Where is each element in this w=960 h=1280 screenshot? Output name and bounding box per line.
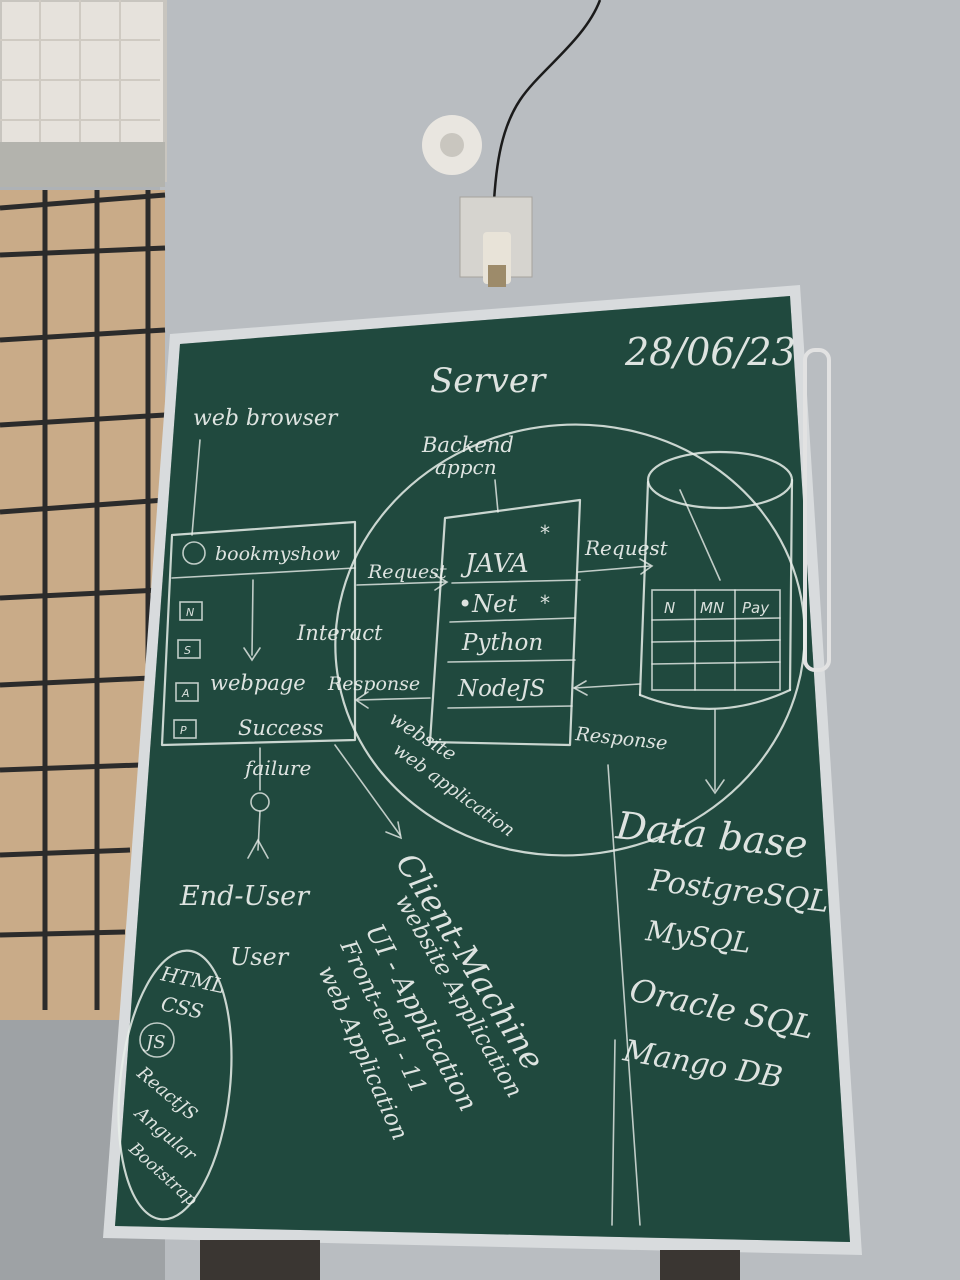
request-left-arrow [356, 581, 446, 586]
response-left-label: Response [327, 673, 420, 695]
asterisk-net: * [540, 591, 550, 615]
end-user-label: End-User [179, 881, 311, 912]
request-right-label: Request [584, 536, 669, 560]
end-user-figure [247, 744, 403, 859]
success-label: Success [238, 716, 324, 740]
web-browser-label: web browser [193, 406, 339, 431]
request-left-label: Request [367, 561, 447, 583]
database-cylinder: N MN Pay [638, 450, 794, 795]
browser-icon-a: A [181, 687, 190, 700]
asterisk-java: * [540, 521, 550, 545]
table-header-mn: MN [700, 599, 724, 617]
interact-label: Interact [296, 621, 383, 645]
browser-pointer [191, 439, 201, 536]
server-title: Server [430, 361, 547, 401]
browser-icon-n: N [186, 606, 194, 619]
divider-line-2 [611, 1039, 616, 1226]
table-header-pay: Pay [742, 599, 770, 617]
tech-js: JS [142, 1032, 166, 1053]
browser-icon-p: P [180, 724, 187, 737]
server-ellipse [334, 423, 806, 857]
response-right-head [572, 680, 588, 696]
browser-window: bookmyshow N S A P webpage Success Inter… [160, 520, 383, 747]
chalkboard [103, 285, 862, 1255]
response-left-arrow [357, 697, 431, 701]
date-label: 28/06/23 [624, 330, 796, 374]
divider-line [607, 764, 641, 1226]
browser-icon-s: S [184, 644, 191, 657]
request-right-arrow [577, 565, 651, 573]
backend-net: •Net [458, 590, 517, 618]
table-header-n: N [664, 599, 675, 617]
server-subtitle-2: appcn [435, 455, 497, 479]
webpage-label: webpage [210, 671, 306, 695]
failure-label: failure [243, 756, 311, 780]
backend-python: Python [461, 630, 543, 656]
server-arrow [494, 479, 499, 513]
backend-java: JAVA [460, 549, 529, 579]
easel-stand [200, 1240, 740, 1280]
user-label: User [230, 943, 290, 971]
response-right-arrow [574, 683, 641, 689]
backend-nodejs: NodeJS [457, 676, 545, 702]
ceiling-fitting [422, 0, 602, 287]
response-left-head [354, 691, 369, 709]
request-left-head [434, 574, 449, 591]
browser-site-label: bookmyshow [215, 543, 340, 565]
backend-box: JAVA •Net Python NodeJS * * [428, 498, 582, 747]
